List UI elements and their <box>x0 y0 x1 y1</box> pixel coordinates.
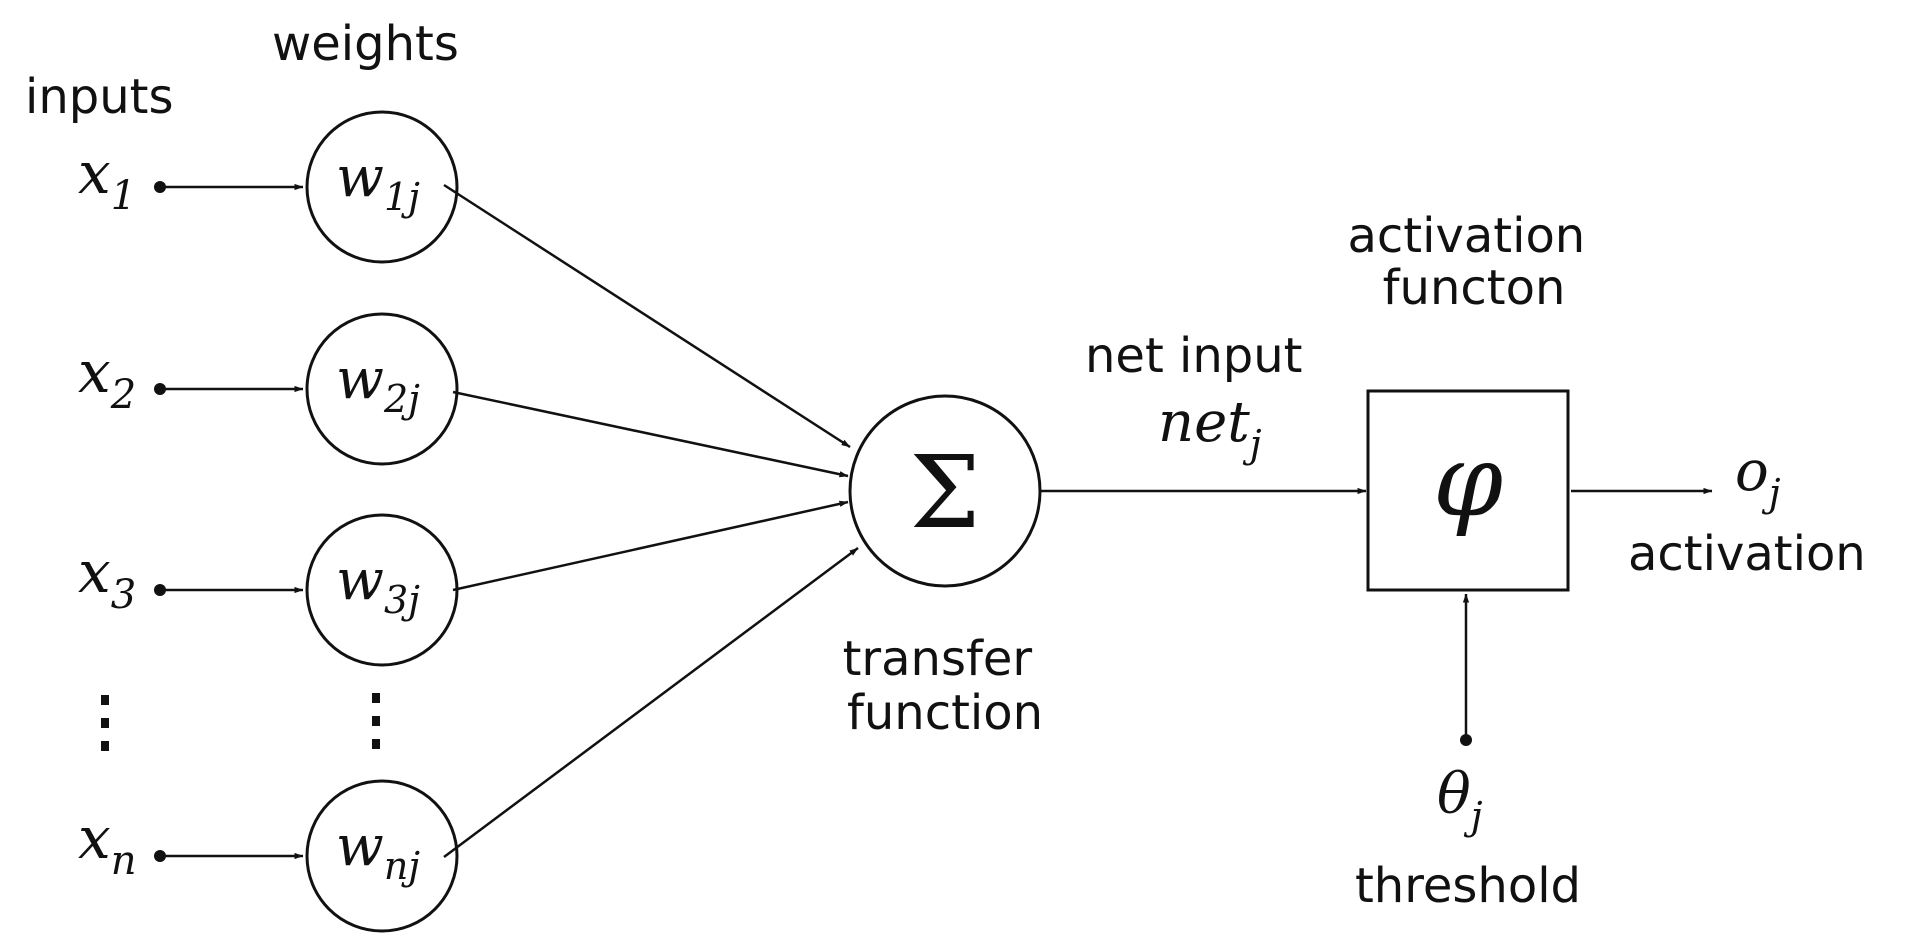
input-row-n: xn wnj <box>78 779 459 933</box>
input-row-1: x1 w1j <box>78 110 459 264</box>
connection-w2j-to-sum <box>452 390 849 478</box>
input-ellipsis <box>101 695 109 751</box>
weight-w2j-node <box>305 312 459 466</box>
output-symbol: oj <box>1735 439 1781 515</box>
connection-wnj-to-sum <box>443 546 859 859</box>
weight-wnj-label: wnj <box>336 814 420 888</box>
input-x1-label: x1 <box>78 139 136 219</box>
inputs-heading: inputs <box>25 69 173 125</box>
threshold-symbol: θj <box>1437 762 1483 838</box>
input-xn-label: xn <box>78 804 136 884</box>
transfer-function-label: transfer function <box>843 631 1048 741</box>
input-x2-label: x2 <box>78 338 136 418</box>
input-row-3: x3 w3j <box>78 513 459 667</box>
weights-heading: weights <box>272 16 459 72</box>
input-x3-label: x3 <box>78 538 136 618</box>
connection-w1j-to-sum <box>443 183 851 449</box>
input-row-2: x2 w2j <box>78 312 459 466</box>
weight-w3j-label: w3j <box>336 548 420 622</box>
activation-output-label: activation <box>1628 526 1866 582</box>
activation-function-label: activation functon <box>1348 208 1601 316</box>
threshold-label: threshold <box>1355 858 1581 914</box>
net-input-label: net input <box>1085 328 1303 384</box>
weight-w1j-node <box>305 110 459 264</box>
activation-function-box <box>1366 389 1570 592</box>
summation-symbol: Σ <box>910 434 981 551</box>
weight-wnj-node <box>305 779 459 933</box>
net-input-symbol: netj <box>1158 390 1262 466</box>
weight-w2j-label: w2j <box>336 347 420 421</box>
connection-w3j-to-sum <box>452 500 849 592</box>
weight-ellipsis <box>372 693 380 749</box>
activation-function-symbol: φ <box>1433 422 1503 539</box>
weight-w1j-label: w1j <box>336 145 420 219</box>
summation-node <box>848 394 1042 588</box>
